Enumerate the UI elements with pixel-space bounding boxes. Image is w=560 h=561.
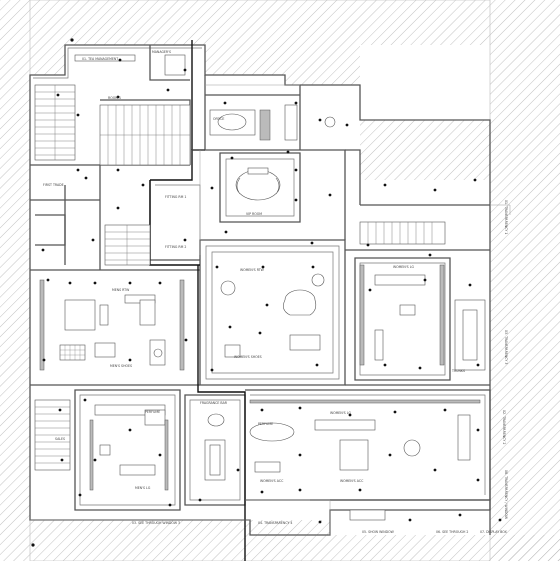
room-label-womens-rtw: WOMEN'S RTW [240, 268, 265, 272]
window-label-through-2: 02. TRANSPARENCY 2 [502, 410, 506, 444]
window-labels: 01. TRANSPARENCY 1 02. TRANSPARENCY 2 03… [132, 200, 508, 534]
room-labels: 01. TEA MANAGEMENT MANAGER'S ROOM 1 OFFI… [43, 50, 465, 490]
window-label-window-opaque: 08. TRANSPARENCY / WINDOW [504, 470, 508, 520]
room-label-managers: MANAGER'S [152, 50, 171, 54]
room-label-mens-rtw: MENS RTW [112, 288, 130, 292]
window-label-through-3: 03. TRANSPARENCY 3 [504, 330, 508, 364]
room-label-trunks: TRUNKS [451, 369, 465, 373]
room-label-tea-management: 01. TEA MANAGEMENT [82, 57, 118, 61]
room-label-fitting-room-2: FITTING RM 2 [165, 245, 186, 249]
window-label-show-window: 05. SHOW WINDOW [362, 530, 395, 534]
room-label-mens-lg: MEN'S LG [135, 486, 151, 490]
building-walls [29, 44, 491, 536]
room-label-womens-lg-top: WOMEN'S LG [393, 265, 414, 269]
room-label-room1: ROOM 1 [108, 96, 121, 100]
room-label-fitting-room-1: FITTING RM 1 [165, 195, 186, 199]
ceiling-lights [31, 38, 502, 547]
room-label-office: OFFICE [213, 117, 224, 121]
window-label-see-through: 03. SEE THROUGH WINDOW 3 [132, 521, 180, 525]
room-label-perfume-right: PERFUME [258, 422, 273, 426]
window-label-see-through-2: 06. SEE THROUGH 2 [436, 530, 468, 534]
room-label-mens-shoes: MEN'S SHOES [110, 364, 132, 368]
room-label-first-trade: FIRST TRADE [43, 183, 64, 187]
room-label-womens-shoes: WOMEN'S SHOES [234, 355, 262, 359]
window-label-through-1: 01. TRANSPARENCY 1 [504, 200, 508, 234]
room-label-fragrance-bar: FRAGRANCE BAR [200, 401, 228, 405]
room-label-perfume-left: PERFUME [145, 410, 160, 414]
stairs [34, 84, 446, 471]
room-label-womens-acc-bottom: WOMEN'S ACC [340, 479, 364, 483]
window-label-show: 04. TRANSPARENCY 4 [258, 521, 292, 525]
room-label-vip-room: VIP ROOM [246, 212, 262, 216]
plan-details [30, 84, 511, 535]
room-label-sales: SALES [55, 437, 65, 441]
room-label-womens-acc-top: WOMEN'S ACC [260, 479, 284, 483]
fixtures [39, 54, 486, 521]
room-label-womens-lg-bottom: WOMEN'S LG [330, 411, 351, 415]
window-label-display-box: 07. DISPLAY BOX [480, 530, 508, 534]
